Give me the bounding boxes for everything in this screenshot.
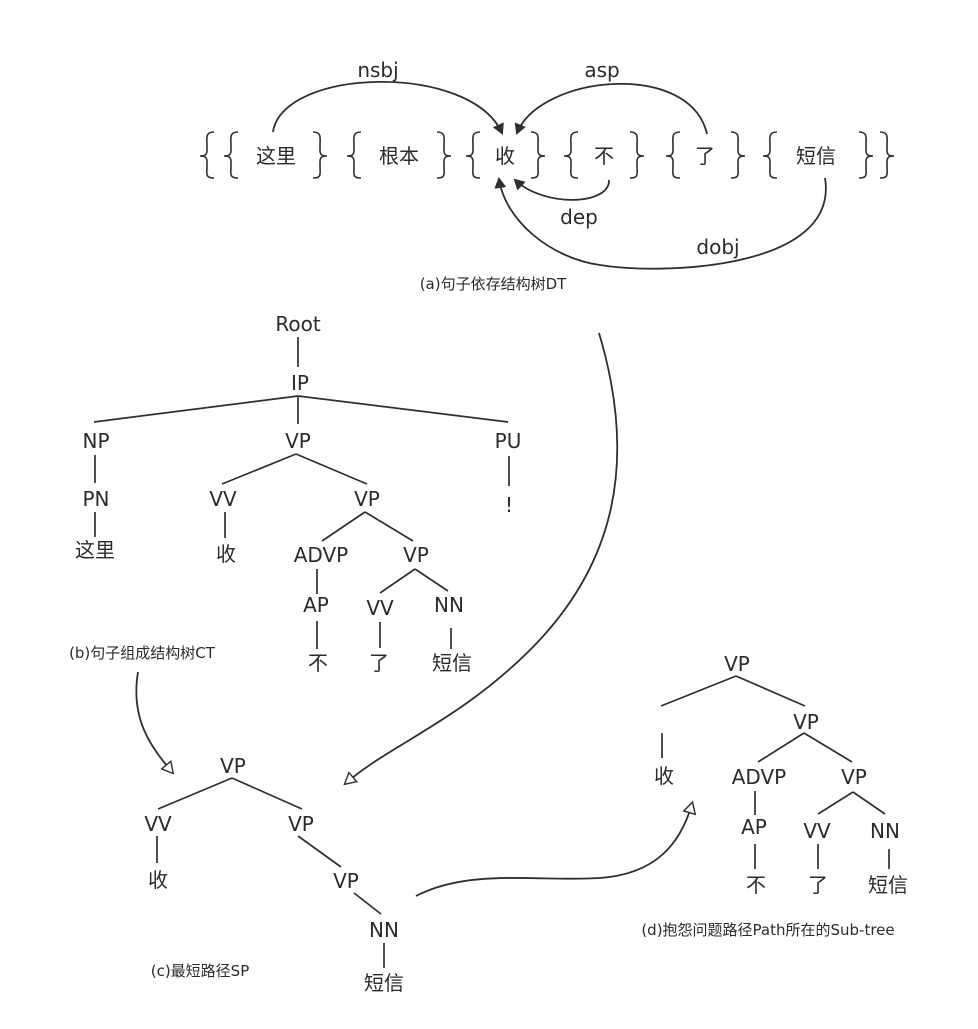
token-bu: 不 bbox=[594, 144, 614, 168]
st-node-ap: AP bbox=[741, 815, 767, 839]
token-le: 了 bbox=[695, 144, 715, 168]
arc-label-dobj: dobj bbox=[696, 235, 739, 259]
arc-label-asp: asp bbox=[584, 58, 619, 82]
node-np: NP bbox=[82, 429, 109, 453]
token-brace-bu bbox=[563, 131, 645, 179]
st-word-duanxin: 短信 bbox=[868, 873, 908, 897]
arc-dep bbox=[513, 178, 610, 201]
caption-d: (d)抱怨问题路径Path所在的Sub-tree bbox=[641, 921, 894, 939]
token-brace-duanxin bbox=[762, 131, 874, 179]
shortest-path-tree: VP VV VP 收 VP NN 短信 (c)最短路径SP bbox=[144, 754, 404, 995]
edge-vp-vp bbox=[295, 453, 368, 485]
sp-edge-vp2-nn bbox=[353, 892, 382, 915]
arc-label-dep: dep bbox=[560, 205, 598, 229]
st-edge-vp-vp2 bbox=[803, 732, 853, 763]
node-vp-grandchild: VP bbox=[403, 543, 429, 567]
sp-node-vp-low: VP bbox=[333, 869, 359, 893]
node-pu: PU bbox=[495, 429, 522, 453]
node-advp: ADVP bbox=[294, 543, 348, 567]
st-node-nn: NN bbox=[870, 819, 900, 843]
node-vv: VV bbox=[209, 487, 237, 511]
token-duanxin: 短信 bbox=[796, 144, 836, 168]
edge-vp-vp2 bbox=[364, 511, 414, 542]
word-shou: 收 bbox=[216, 542, 236, 566]
st-edge-vp-advp bbox=[757, 732, 805, 763]
dependency-tree: 这里 根本 收 不 了 短信 nsbj asp dep dobj (a)句子依存… bbox=[199, 58, 895, 293]
token-brace-zheli bbox=[223, 131, 328, 179]
edge-ip-pu bbox=[297, 395, 509, 423]
sp-node-vv: VV bbox=[144, 812, 172, 836]
node-nn: NN bbox=[434, 593, 464, 617]
word-zheli: 这里 bbox=[75, 538, 115, 562]
word-duanxin: 短信 bbox=[432, 651, 472, 675]
node-ip: IP bbox=[291, 371, 309, 395]
sp-word-duanxin: 短信 bbox=[364, 971, 404, 995]
constituency-tree: Root IP NP VP PU PN 这里 VV VP ! 收 ADVP VP… bbox=[69, 312, 521, 675]
token-genben: 根本 bbox=[379, 144, 419, 168]
st-node-vp2: VP bbox=[841, 765, 867, 789]
edge-vp2-nn bbox=[414, 568, 449, 592]
st-word-bu: 不 bbox=[746, 873, 766, 897]
token-brace-genben bbox=[346, 131, 452, 179]
edge-vp-advp bbox=[321, 511, 366, 542]
caption-a: (a)句子依存结构树DT bbox=[420, 275, 567, 293]
edge-vp2-vv bbox=[379, 568, 416, 594]
caption-b: (b)句子组成结构树CT bbox=[69, 644, 216, 662]
arrow-b-to-c bbox=[135, 671, 172, 772]
complaint-subtree: VP VP 收 ADVP VP AP VV NN 不 了 短信 (d)抱怨问题路… bbox=[641, 652, 908, 939]
node-vp: VP bbox=[285, 429, 311, 453]
edge-vp-vv bbox=[221, 453, 297, 485]
st-node-vp: VP bbox=[793, 710, 819, 734]
sp-node-vp-top: VP bbox=[220, 754, 246, 778]
token-brace-le bbox=[665, 131, 746, 179]
sp-node-nn: NN bbox=[369, 918, 399, 942]
arc-label-nsbj: nsbj bbox=[357, 58, 398, 82]
arc-nsbj bbox=[272, 81, 504, 135]
arc-asp bbox=[514, 83, 708, 135]
st-node-vp-top: VP bbox=[724, 652, 750, 676]
arrow-a-to-c bbox=[346, 332, 619, 783]
node-pn: PN bbox=[82, 487, 109, 511]
word-excl: ! bbox=[505, 493, 513, 517]
st-node-vv: VV bbox=[803, 819, 831, 843]
arc-dobj bbox=[494, 177, 827, 270]
caption-c: (c)最短路径SP bbox=[151, 962, 250, 980]
word-le: 了 bbox=[369, 651, 389, 675]
node-vv2: VV bbox=[366, 596, 394, 620]
sp-edge-vp-vp2 bbox=[297, 835, 342, 868]
sp-edge-vp-vv bbox=[157, 777, 233, 810]
node-root: Root bbox=[275, 312, 320, 336]
st-edge-vp2-nn bbox=[852, 791, 886, 815]
sp-edge-vp-vp bbox=[231, 777, 303, 810]
st-word-shou: 收 bbox=[654, 764, 674, 788]
token-shou: 收 bbox=[495, 144, 515, 168]
token-zheli: 这里 bbox=[256, 144, 296, 168]
outer-right-brace bbox=[879, 131, 895, 179]
node-ap: AP bbox=[303, 593, 329, 617]
st-edge-vp-left bbox=[660, 675, 737, 707]
st-node-advp: ADVP bbox=[732, 765, 786, 789]
sp-node-vp-mid: VP bbox=[288, 812, 314, 836]
st-word-le: 了 bbox=[808, 873, 828, 897]
edge-ip-np bbox=[93, 395, 299, 423]
token-brace-shou bbox=[465, 131, 546, 179]
st-edge-vp-vp bbox=[735, 675, 806, 707]
sp-word-shou: 收 bbox=[148, 868, 168, 892]
node-vp-child: VP bbox=[354, 487, 380, 511]
arrow-c-to-d bbox=[415, 804, 692, 897]
outer-left-brace bbox=[199, 131, 215, 179]
word-bu: 不 bbox=[308, 651, 328, 675]
st-edge-vp2-vv bbox=[817, 791, 854, 815]
